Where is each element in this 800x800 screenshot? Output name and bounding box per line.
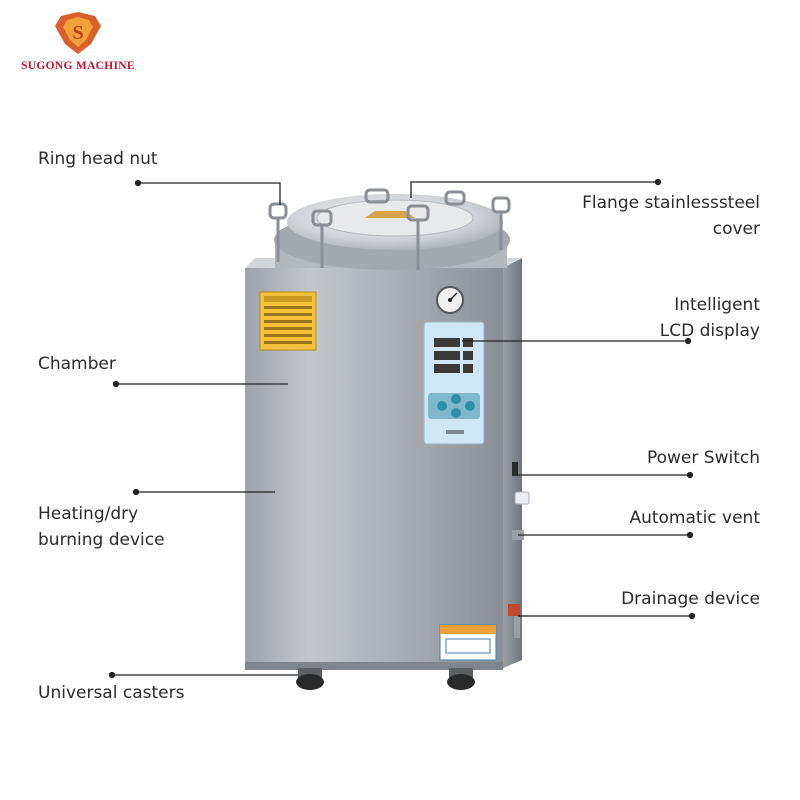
label-power-switch: Power Switch [646, 448, 760, 468]
label-heating-device-line1: Heating/dry [38, 504, 139, 524]
leader-power-switch [516, 471, 694, 479]
label-flange-cover-line1: Flange stainlesssteel [582, 193, 760, 213]
caster-wheels [296, 668, 475, 690]
brand-logo: S SUGONG MACHINE [18, 10, 138, 72]
leader-chamber [112, 380, 288, 388]
leader-drainage-device [518, 612, 696, 620]
logo-glyph: S [72, 22, 83, 44]
leader-heating-device [132, 488, 275, 496]
leader-universal-casters [108, 671, 298, 679]
label-automatic-vent: Automatic vent [629, 508, 760, 528]
ring-head-nuts [268, 188, 511, 270]
leader-automatic-vent [518, 531, 694, 539]
pressure-gauge-icon [436, 286, 464, 314]
brand-name: SUGONG MACHINE [21, 60, 135, 72]
warning-sticker [259, 291, 317, 351]
leader-lcd-display [462, 337, 692, 345]
label-lcd-display: Intelligent LCD display [660, 292, 760, 344]
lid-assembly [274, 194, 510, 270]
label-chamber: Chamber [38, 354, 116, 374]
nameplate [439, 624, 497, 661]
label-lcd-display-line1: Intelligent [674, 295, 760, 315]
label-flange-cover-line2: cover [712, 219, 760, 239]
leader-flange-cover [410, 178, 662, 198]
label-lcd-display-line2: LCD display [659, 321, 760, 341]
label-ring-head-nut: Ring head nut [38, 149, 158, 169]
leader-ring-head-nut [134, 179, 281, 205]
sugong-shield-icon: S [55, 12, 101, 54]
label-drainage-device: Drainage device [621, 589, 760, 609]
label-universal-casters: Universal casters [38, 683, 185, 703]
label-heating-device: Heating/dry burning device [38, 501, 165, 553]
label-heating-device-line2: burning device [38, 530, 165, 550]
label-flange-cover: Flange stainlesssteel cover [582, 190, 760, 242]
control-panel [423, 321, 485, 445]
